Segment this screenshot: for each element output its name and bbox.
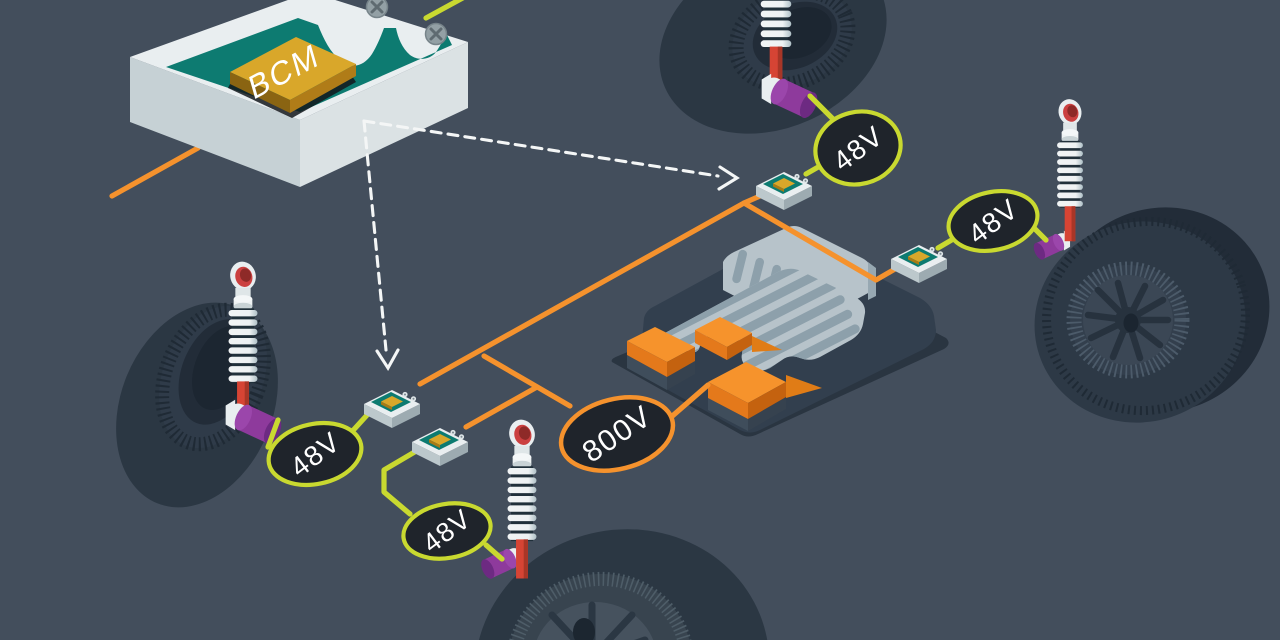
- wire-orange-branch-800v: [481, 353, 573, 409]
- wire-lime-bottom-actuator: [483, 542, 505, 562]
- bcm-chip: [230, 37, 356, 100]
- battery-pack: [611, 226, 949, 437]
- wire-lime-right-actuator: [1032, 226, 1049, 243]
- battery-cells: [627, 317, 822, 431]
- wheel-spokes: [1084, 279, 1172, 362]
- rim-hatch: [506, 571, 694, 640]
- wire-orange-bcm-stub: [109, 145, 201, 199]
- tire-tread-hatch: [728, 0, 856, 93]
- arrowhead-down-icon: [375, 348, 400, 372]
- wire-orange-to-right-connector: [741, 200, 898, 283]
- voltage-badge-right: 48V: [946, 189, 1040, 253]
- voltage-badge-battery: 800V: [558, 395, 676, 473]
- wire-lime-top-actuator: [807, 93, 839, 125]
- voltage-badge-left: 48V: [266, 420, 364, 488]
- arrowhead-right-icon: [717, 165, 740, 191]
- wire-orange-branch-connector: [463, 384, 540, 430]
- wire-lime-bcm: [423, 0, 465, 21]
- screw-icon: [424, 22, 448, 46]
- dashed-arrow-to-left-connector: [362, 119, 388, 352]
- tire-tread-hatch: [155, 302, 271, 452]
- wire-lime-bottom-connector: [381, 447, 421, 517]
- rim-hatch: [1066, 261, 1190, 379]
- bcm-pointer-arrows: [362, 119, 740, 372]
- bcm-module: BCM: [130, 0, 468, 187]
- voltage-badge-bottom: 48V: [401, 501, 493, 561]
- wheel-right: [1034, 207, 1270, 423]
- voltage-badge-top: 48V: [813, 109, 903, 187]
- wheel-bottom: [474, 529, 770, 640]
- dashed-arrow-to-top-connector: [362, 119, 720, 178]
- screw-icon: [365, 0, 389, 19]
- wire-lime-left-actuator: [265, 417, 281, 450]
